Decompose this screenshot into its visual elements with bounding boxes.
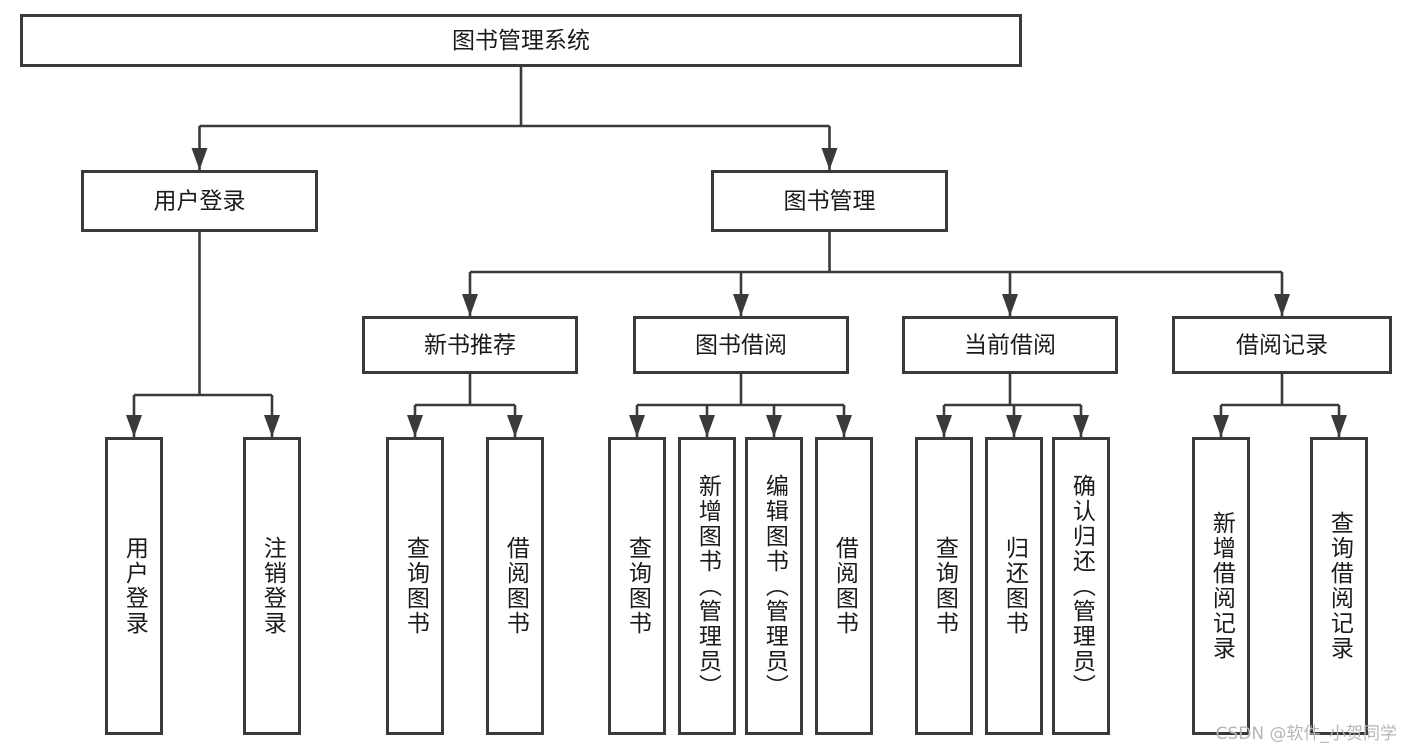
leaf-node-box-1[interactable] — [243, 437, 301, 735]
level2-node-label-0: 用户登录 — [154, 189, 246, 215]
leaf-node-box-10[interactable] — [1052, 437, 1110, 735]
level3-node-box-3[interactable] — [1172, 316, 1392, 374]
arrow-head — [733, 294, 749, 316]
level3-node-label-3: 借阅记录 — [1236, 333, 1328, 359]
arrow-head — [191, 148, 208, 170]
arrow-head — [766, 415, 782, 437]
leaf-node-box-3[interactable] — [486, 437, 544, 735]
arrow-head — [264, 415, 280, 437]
root-node-box[interactable] — [20, 14, 1022, 67]
arrow-head — [1073, 415, 1089, 437]
arrow-head — [126, 415, 142, 437]
leaf-node-box-7[interactable] — [815, 437, 873, 735]
watermark-text: CSDN @软件_小贺同学 — [1215, 724, 1397, 744]
connector-layer — [126, 67, 1347, 437]
arrow-head — [836, 415, 852, 437]
arrow-head — [1002, 294, 1018, 316]
node-box-layer — [20, 14, 1392, 735]
leaf-node-box-2[interactable] — [386, 437, 444, 735]
leaf-node-box-11[interactable] — [1192, 437, 1250, 735]
leaf-node-box-0[interactable] — [105, 437, 163, 735]
level3-node-box-2[interactable] — [902, 316, 1118, 374]
level2-node-box-1[interactable] — [711, 170, 948, 232]
leaf-node-box-6[interactable] — [745, 437, 803, 735]
level2-node-label-1: 图书管理 — [784, 189, 876, 215]
leaf-node-box-9[interactable] — [985, 437, 1043, 735]
leaf-node-box-4[interactable] — [608, 437, 666, 735]
arrow-head — [936, 415, 952, 437]
level3-node-label-2: 当前借阅 — [964, 333, 1056, 359]
arrow-head — [462, 294, 478, 316]
level3-node-label-1: 图书借阅 — [695, 333, 787, 359]
arrow-head — [1213, 415, 1229, 437]
level3-node-box-0[interactable] — [362, 316, 578, 374]
arrow-head — [507, 415, 523, 437]
level2-node-box-0[interactable] — [81, 170, 318, 232]
leaf-node-box-12[interactable] — [1310, 437, 1368, 735]
level3-node-label-0: 新书推荐 — [424, 333, 516, 359]
level3-node-box-1[interactable] — [633, 316, 849, 374]
leaf-node-box-5[interactable] — [678, 437, 736, 735]
leaf-node-box-8[interactable] — [915, 437, 973, 735]
arrow-head — [1274, 294, 1290, 316]
arrow-head — [1006, 415, 1022, 437]
arrow-head — [629, 415, 645, 437]
arrow-head — [821, 148, 838, 170]
root-node-label: 图书管理系统 — [452, 28, 590, 54]
arrow-head — [1331, 415, 1347, 437]
arrow-head — [699, 415, 715, 437]
arrow-head — [407, 415, 423, 437]
